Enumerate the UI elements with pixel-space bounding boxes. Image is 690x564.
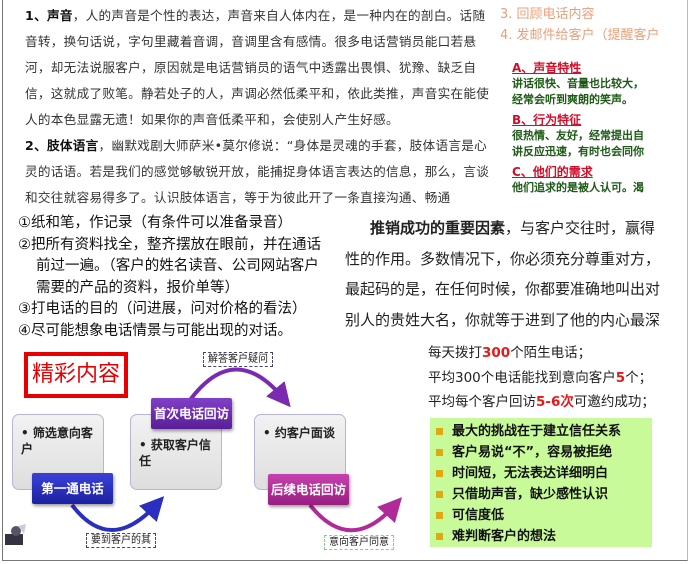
bullet: • — [263, 426, 275, 440]
section-heading-voice: 1、声音 — [25, 8, 73, 23]
stat-text: 每天拨打 — [428, 345, 482, 361]
list-item: 前过一遍。（客户的姓名读音、公司网站客户 — [36, 258, 319, 274]
voice-text: ，人的声音是个性的表达，声音来自人体内在，是一种内在的剖白。话随音转，换句话说，… — [25, 8, 490, 127]
challenge-item: 最大的挑战在于建立信任关系 — [436, 421, 652, 442]
arrow-first-followup-wrapper — [188, 367, 291, 408]
step-label-first-followup: 首次电话回访 — [151, 398, 232, 429]
personality-traits: A、声音特性 讲话很快、音量也比较大， 经常会听到爽朗的笑声。 B、行为特征 很… — [512, 56, 672, 196]
text-line: ，与客户交往时，赢得 — [505, 219, 656, 237]
success-factors-text: 推销成功的重要因素，与客户交往时，赢得 性的作用。多数情况下，你必须充分尊重对方… — [345, 213, 690, 335]
section-heading-body-language: 2、肢体语言 — [25, 138, 99, 153]
bullet-icon — [436, 512, 443, 519]
stat-text: 个； — [625, 369, 653, 386]
trait-b-heading: B、行为特征 — [512, 113, 582, 127]
step-label-first-call: 第一通电话 — [32, 473, 113, 504]
challenge-text: 可信度低 — [452, 508, 505, 523]
person-icon — [5, 524, 26, 545]
trait-a-line: 经常会听到爽朗的笑声。 — [512, 93, 633, 106]
stat-line: 平均每个客户回访5-6次可邀约成功； — [428, 390, 655, 415]
challenge-item: 可信度低 — [436, 505, 652, 526]
challenge-item: 客户易说“不”，容易被拒绝 — [436, 442, 652, 463]
callout-get-info: 要到客户的其 — [86, 533, 156, 548]
body-language-text: ，幽默戏剧大师萨米•莫尔修说：“身体是灵魂的手套，肢体语言是心灵的话语。若是我们… — [25, 138, 490, 205]
stat-text: 平均300个电话能找到意向客户 — [428, 369, 616, 386]
step-4: 4. 发邮件给客户（提醒客户 — [500, 28, 660, 43]
highlight-title: 精彩内容 — [28, 356, 124, 394]
stat-text: 平均每个客户回访 — [428, 394, 536, 410]
list-item: ①纸和笔，作记录（有条件可以准备录音） — [18, 215, 292, 231]
trait-b-line: 很热情、友好，经常提出自 — [512, 129, 644, 142]
challenge-item: 只借助声音，缺少感性认识 — [436, 484, 652, 505]
list-item: 需要的产品的资料，报价单等） — [36, 279, 239, 296]
preparation-list: ①纸和笔，作记录（有条件可以准备录音） ②把所有资料找全，整齐摆放在眼前，并在通… — [18, 213, 348, 342]
bullet-icon — [436, 491, 443, 498]
arrow-first-call — [70, 496, 165, 532]
text-line: 最起码的是，在任何时候，你都要准确地叫出对 — [345, 280, 661, 298]
call-stats: 每天拨打300个陌生电话； 平均300个电话能找到意向客户5个； 平均每个客户回… — [428, 341, 655, 415]
list-item: ③打电话的目的（问进展，问对价格的看法） — [18, 301, 307, 317]
challenge-text: 难判断客户的想法 — [452, 529, 557, 544]
process-arrows — [70, 496, 403, 533]
trait-a-line: 讲话很快、音量也比较大， — [512, 77, 644, 90]
bullet-icon — [436, 533, 443, 540]
bullet-icon — [436, 470, 443, 477]
stat-value: 5 — [615, 369, 626, 386]
stat-value: 300 — [482, 345, 511, 361]
stat-text: 可邀约成功； — [573, 394, 655, 410]
stat-value: 5-6次 — [536, 394, 574, 410]
trait-c-line: 他们追求的是被人认可。渴 — [512, 181, 644, 194]
bullet: • — [139, 438, 151, 452]
challenge-text: 时间短，无法表达详细明白 — [452, 466, 609, 481]
challenge-text: 最大的挑战在于建立信任关系 — [452, 424, 622, 439]
challenge-text: 只借助声音，缺少感性认识 — [452, 487, 609, 502]
challenges-box: 最大的挑战在于建立信任关系 客户易说“不”，容易被拒绝 时间短，无法表达详细明白… — [430, 418, 652, 547]
arrow-first-followup — [188, 367, 291, 408]
challenge-item: 难判断客户的想法 — [436, 526, 652, 547]
success-heading: 推销成功的重要因素 — [370, 219, 506, 237]
trait-c-heading: C、他们的需求 — [512, 165, 593, 179]
trait-a-heading: A、声音特性 — [512, 61, 582, 75]
challenge-text: 客户易说“不”，容易被拒绝 — [452, 445, 613, 460]
step-card-text: 获取客户信任 — [139, 438, 211, 468]
stat-text: 个陌生电话； — [510, 345, 592, 361]
top-paragraph: 1、声音，人的声音是个性的表达，声音来自人体内在，是一种内在的剖白。话随音转，换… — [25, 3, 495, 211]
bullet-icon — [436, 428, 443, 435]
callout-customer-agrees: 意向客户同意 — [324, 535, 394, 550]
step-card-text: 约客户面谈 — [274, 426, 335, 440]
step-3: 3. 回顾电话内容 — [500, 7, 595, 22]
text-line: 别人的贵姓大名，你就等于进到了他的内心最深 — [345, 310, 661, 329]
list-item: ④尽可能想象电话情景与可能出现的对话。 — [18, 322, 292, 339]
text-line: 性的作用。多数情况下，你必须充分尊重对方， — [345, 249, 661, 268]
stat-line: 平均300个电话能找到意向客户5个； — [428, 366, 655, 391]
challenge-item: 时间短，无法表达详细明白 — [436, 463, 652, 484]
highlight-title-box: 精彩内容 — [24, 352, 128, 398]
list-item: ②把所有资料找全，整齐摆放在眼前，并在通话 — [18, 236, 321, 253]
review-steps: 3. 回顾电话内容 4. 发邮件给客户（提醒客户 — [500, 4, 690, 46]
step-card-text: 筛选意向客户 — [21, 426, 93, 456]
bullet: • — [21, 426, 33, 440]
step-label-later-followup: 后续电话回访 — [268, 474, 349, 505]
bullet-icon — [436, 449, 443, 456]
stat-line: 每天拨打300个陌生电话； — [428, 341, 655, 366]
trait-b-line: 讲反应迅速，有时也会同你 — [512, 145, 644, 158]
callout-answer-questions: 解答客户疑问 — [203, 352, 273, 367]
arrow-later-followup — [308, 497, 403, 533]
